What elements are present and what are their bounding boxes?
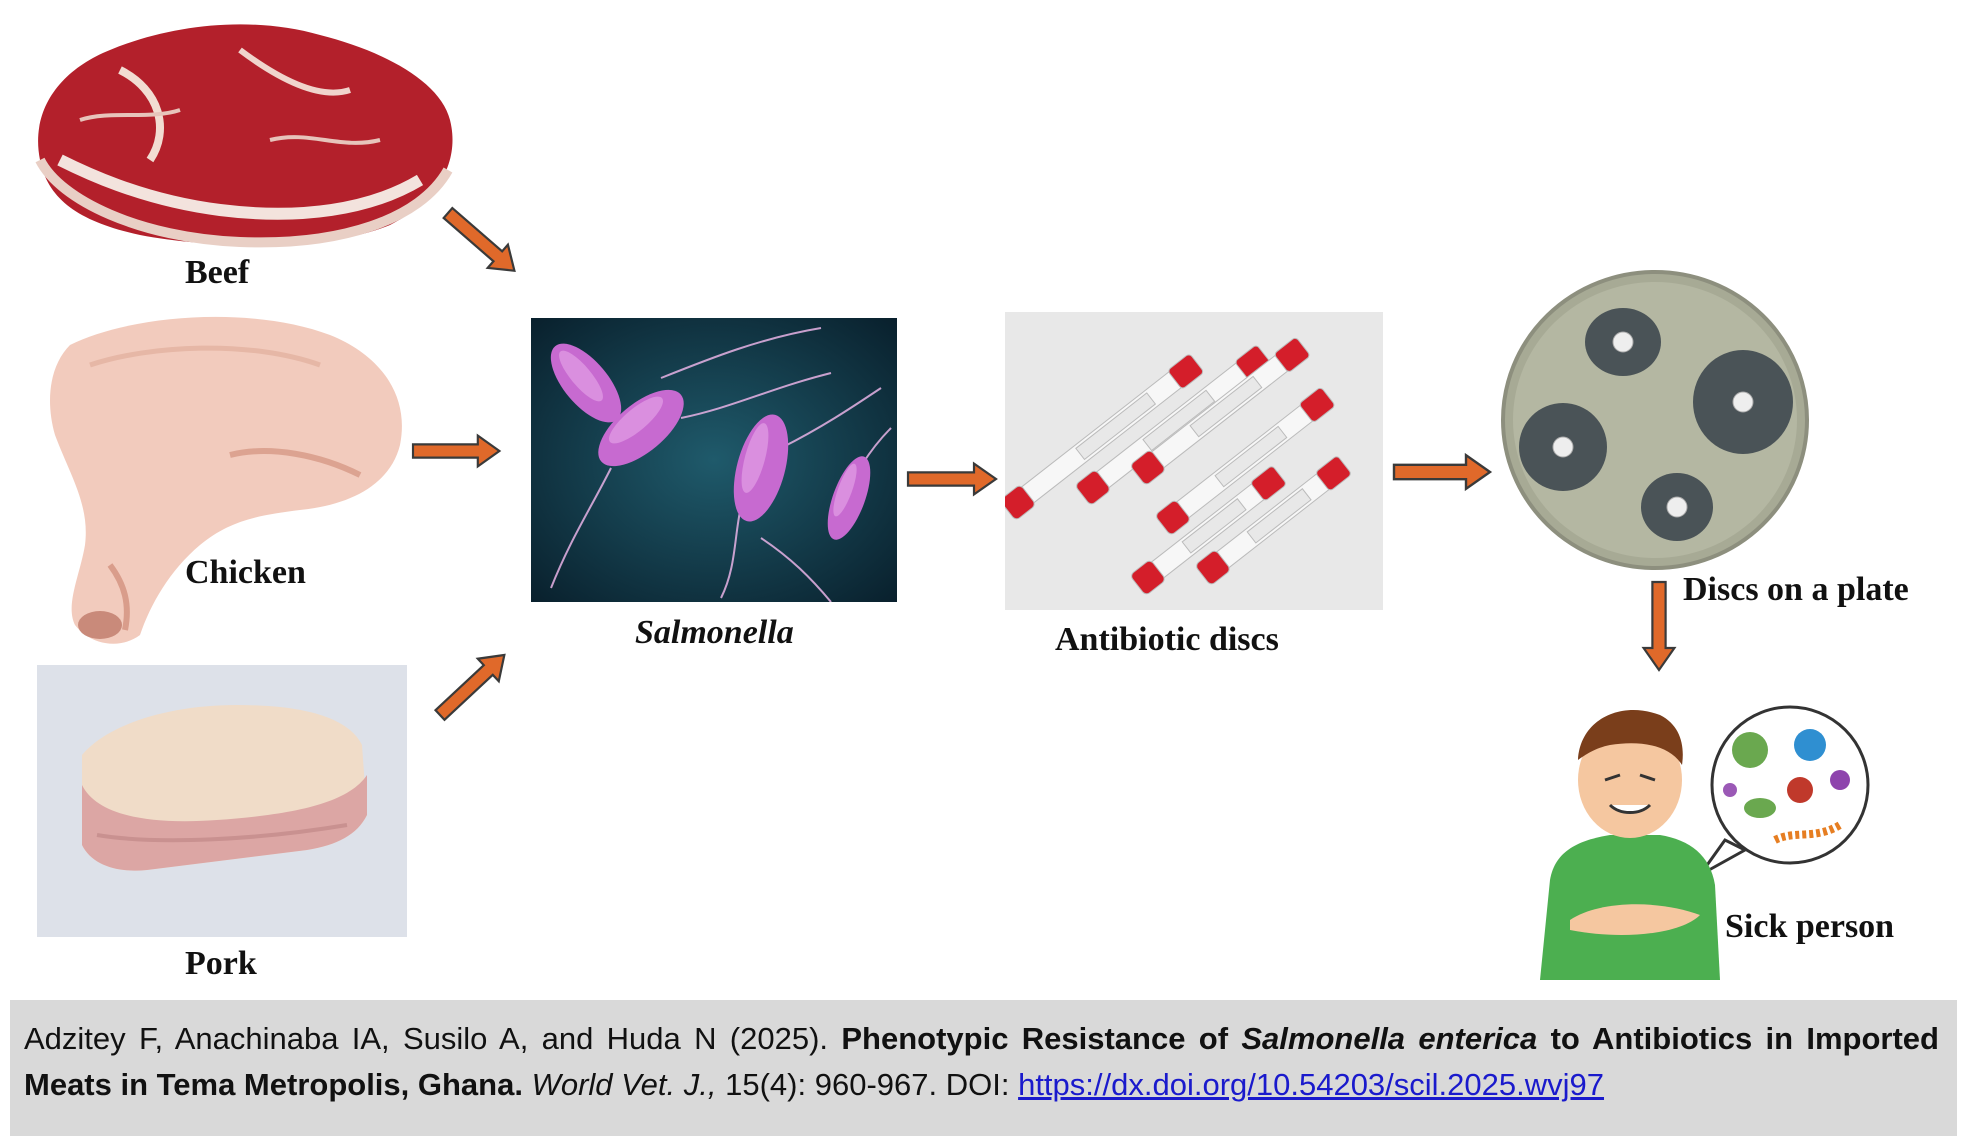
citation-box: Adzitey F, Anachinaba IA, Susilo A, and … bbox=[10, 1000, 1957, 1136]
chicken-image bbox=[30, 305, 410, 650]
beef-label: Beef bbox=[185, 254, 250, 291]
discs-on-plate-label: Discs on a plate bbox=[1683, 571, 1909, 608]
citation-title-part1: Phenotypic Resistance of bbox=[841, 1021, 1229, 1056]
pork-image bbox=[37, 665, 407, 937]
antibiotic-discs-label: Antibiotic discs bbox=[1055, 621, 1279, 658]
beef-image bbox=[20, 10, 460, 250]
antibiotic-discs-image bbox=[1005, 312, 1383, 610]
citation-journal: World Vet. J., bbox=[531, 1067, 717, 1102]
sick-person-label: Sick person bbox=[1725, 908, 1895, 945]
chicken-label: Chicken bbox=[185, 554, 306, 591]
petri-plate-image bbox=[1495, 265, 1815, 575]
arrow-salmonella-to-discs bbox=[906, 462, 998, 496]
doi-link[interactable]: https://dx.doi.org/10.54203/scil.2025.wv… bbox=[1018, 1067, 1605, 1102]
arrow-pork-to-salmonella bbox=[428, 642, 516, 728]
arrow-discs-to-plate bbox=[1392, 454, 1492, 490]
arrow-chicken-to-salmonella bbox=[411, 434, 501, 468]
arrow-plate-to-sick-person bbox=[1642, 580, 1676, 672]
citation-title-part2: to Antibiotics in Imported Meats in Tema… bbox=[24, 1021, 1939, 1102]
pork-label: Pork bbox=[185, 945, 257, 982]
sick-person-image bbox=[1510, 690, 1870, 980]
citation-title-italic: Salmonella enterica bbox=[1241, 1021, 1538, 1056]
citation-authors: Adzitey F, Anachinaba IA, Susilo A, and … bbox=[24, 1021, 829, 1056]
salmonella-label: Salmonella bbox=[635, 614, 794, 651]
citation-volume: 15(4): 960-967. DOI: bbox=[725, 1067, 1010, 1102]
arrow-beef-to-salmonella bbox=[436, 200, 526, 284]
flow-arrows bbox=[411, 200, 1676, 728]
salmonella-image bbox=[531, 318, 897, 602]
